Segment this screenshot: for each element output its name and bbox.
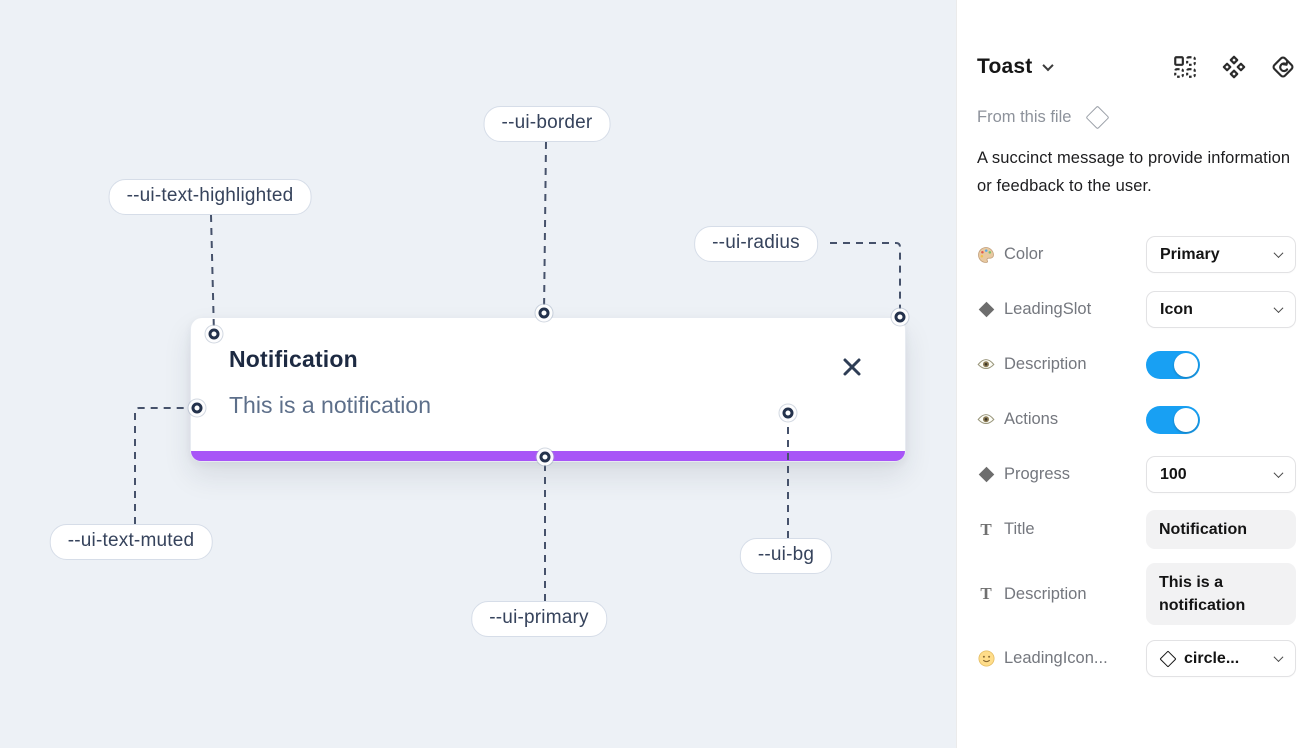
toast-description: This is a notification (229, 392, 431, 418)
var-label-ui-border: --ui-border (483, 106, 611, 142)
property-row-description-text: T Description This is a notification (977, 557, 1296, 631)
connector-ui-border (543, 141, 547, 314)
progress-select[interactable]: 100 (1146, 456, 1296, 493)
close-icon (843, 358, 861, 376)
eye-icon (977, 358, 995, 371)
smiley-icon (977, 650, 995, 667)
leadingicon-select[interactable]: circle... (1146, 640, 1296, 677)
chevron-down-icon (1273, 652, 1284, 663)
anchor-ui-bg (782, 407, 794, 419)
property-row-leadingicon: LeadingIcon... circle... (977, 631, 1296, 686)
eye-icon (977, 413, 995, 426)
var-label-ui-text-muted: --ui-text-muted (49, 524, 213, 560)
diamond-icon (977, 466, 995, 483)
diamond-icon (977, 301, 995, 318)
var-label-ui-text-highlighted: --ui-text-highlighted (108, 179, 312, 215)
chevron-down-icon (1273, 303, 1284, 314)
property-row-leadingslot: LeadingSlot Icon (977, 282, 1296, 337)
title-text-field[interactable]: Notification (1146, 510, 1296, 549)
text-icon: T (980, 584, 992, 603)
connector-ui-text-muted (134, 407, 197, 524)
description-toggle[interactable] (1146, 350, 1200, 379)
property-label: Color (1004, 245, 1044, 263)
anchor-ui-text-highlighted (208, 328, 220, 340)
color-select[interactable]: Primary (1146, 236, 1296, 273)
property-rows: Color Primary LeadingSlot Icon (977, 227, 1296, 686)
toast-title: Notification (229, 346, 358, 372)
component-selector-dropdown[interactable]: Toast (977, 55, 1055, 79)
var-label-ui-bg: --ui-bg (739, 538, 833, 574)
anchor-ui-primary (539, 451, 551, 463)
connector-ui-radius (830, 242, 901, 317)
actions-toggle[interactable] (1146, 405, 1200, 434)
toast-close-button[interactable] (841, 356, 863, 378)
canvas: Notification This is a notification (0, 0, 956, 748)
property-label: Title (1004, 520, 1035, 538)
property-row-color: Color Primary (977, 227, 1296, 282)
property-row-actions: Actions (977, 392, 1296, 447)
swap-instance-icon[interactable] (1270, 54, 1296, 80)
property-label: LeadingIcon... (1004, 649, 1108, 667)
chevron-down-icon (1273, 248, 1284, 259)
property-row-progress: Progress 100 (977, 447, 1296, 502)
property-label: Progress (1004, 465, 1071, 483)
source-row: From this file (977, 105, 1296, 130)
chevron-down-icon (1273, 468, 1284, 479)
anchor-ui-text-muted (191, 402, 203, 414)
property-label: Description (1004, 584, 1087, 603)
var-label-ui-radius: --ui-radius (694, 226, 818, 262)
component-title: Toast (977, 55, 1033, 78)
description-text-field[interactable]: This is a notification (1146, 563, 1296, 625)
properties-panel: Toast (956, 0, 1312, 748)
var-label-ui-primary: --ui-primary (471, 601, 607, 637)
diamond-outline-icon (1159, 650, 1177, 667)
variant-grid-icon[interactable] (1172, 54, 1198, 80)
leadingslot-select[interactable]: Icon (1146, 291, 1296, 328)
anchor-ui-radius (894, 311, 906, 323)
property-label: Description (1004, 355, 1087, 373)
diamond-outline-icon (1085, 105, 1110, 130)
palette-icon (977, 246, 995, 264)
source-label: From this file (977, 108, 1072, 126)
property-label: LeadingSlot (1004, 300, 1092, 318)
component-description: A succinct message to provide informatio… (977, 149, 1291, 195)
property-row-description: Description (977, 337, 1296, 392)
component-icon[interactable] (1221, 54, 1247, 80)
anchor-ui-border (538, 307, 550, 319)
property-label: Actions (1004, 410, 1059, 428)
property-row-title: T Title Notification (977, 502, 1296, 557)
chevron-down-icon (1042, 59, 1055, 72)
text-icon: T (980, 519, 992, 539)
panel-header: Toast (977, 54, 1296, 80)
header-actions (1172, 54, 1296, 80)
toast-component: Notification This is a notification (190, 317, 906, 462)
